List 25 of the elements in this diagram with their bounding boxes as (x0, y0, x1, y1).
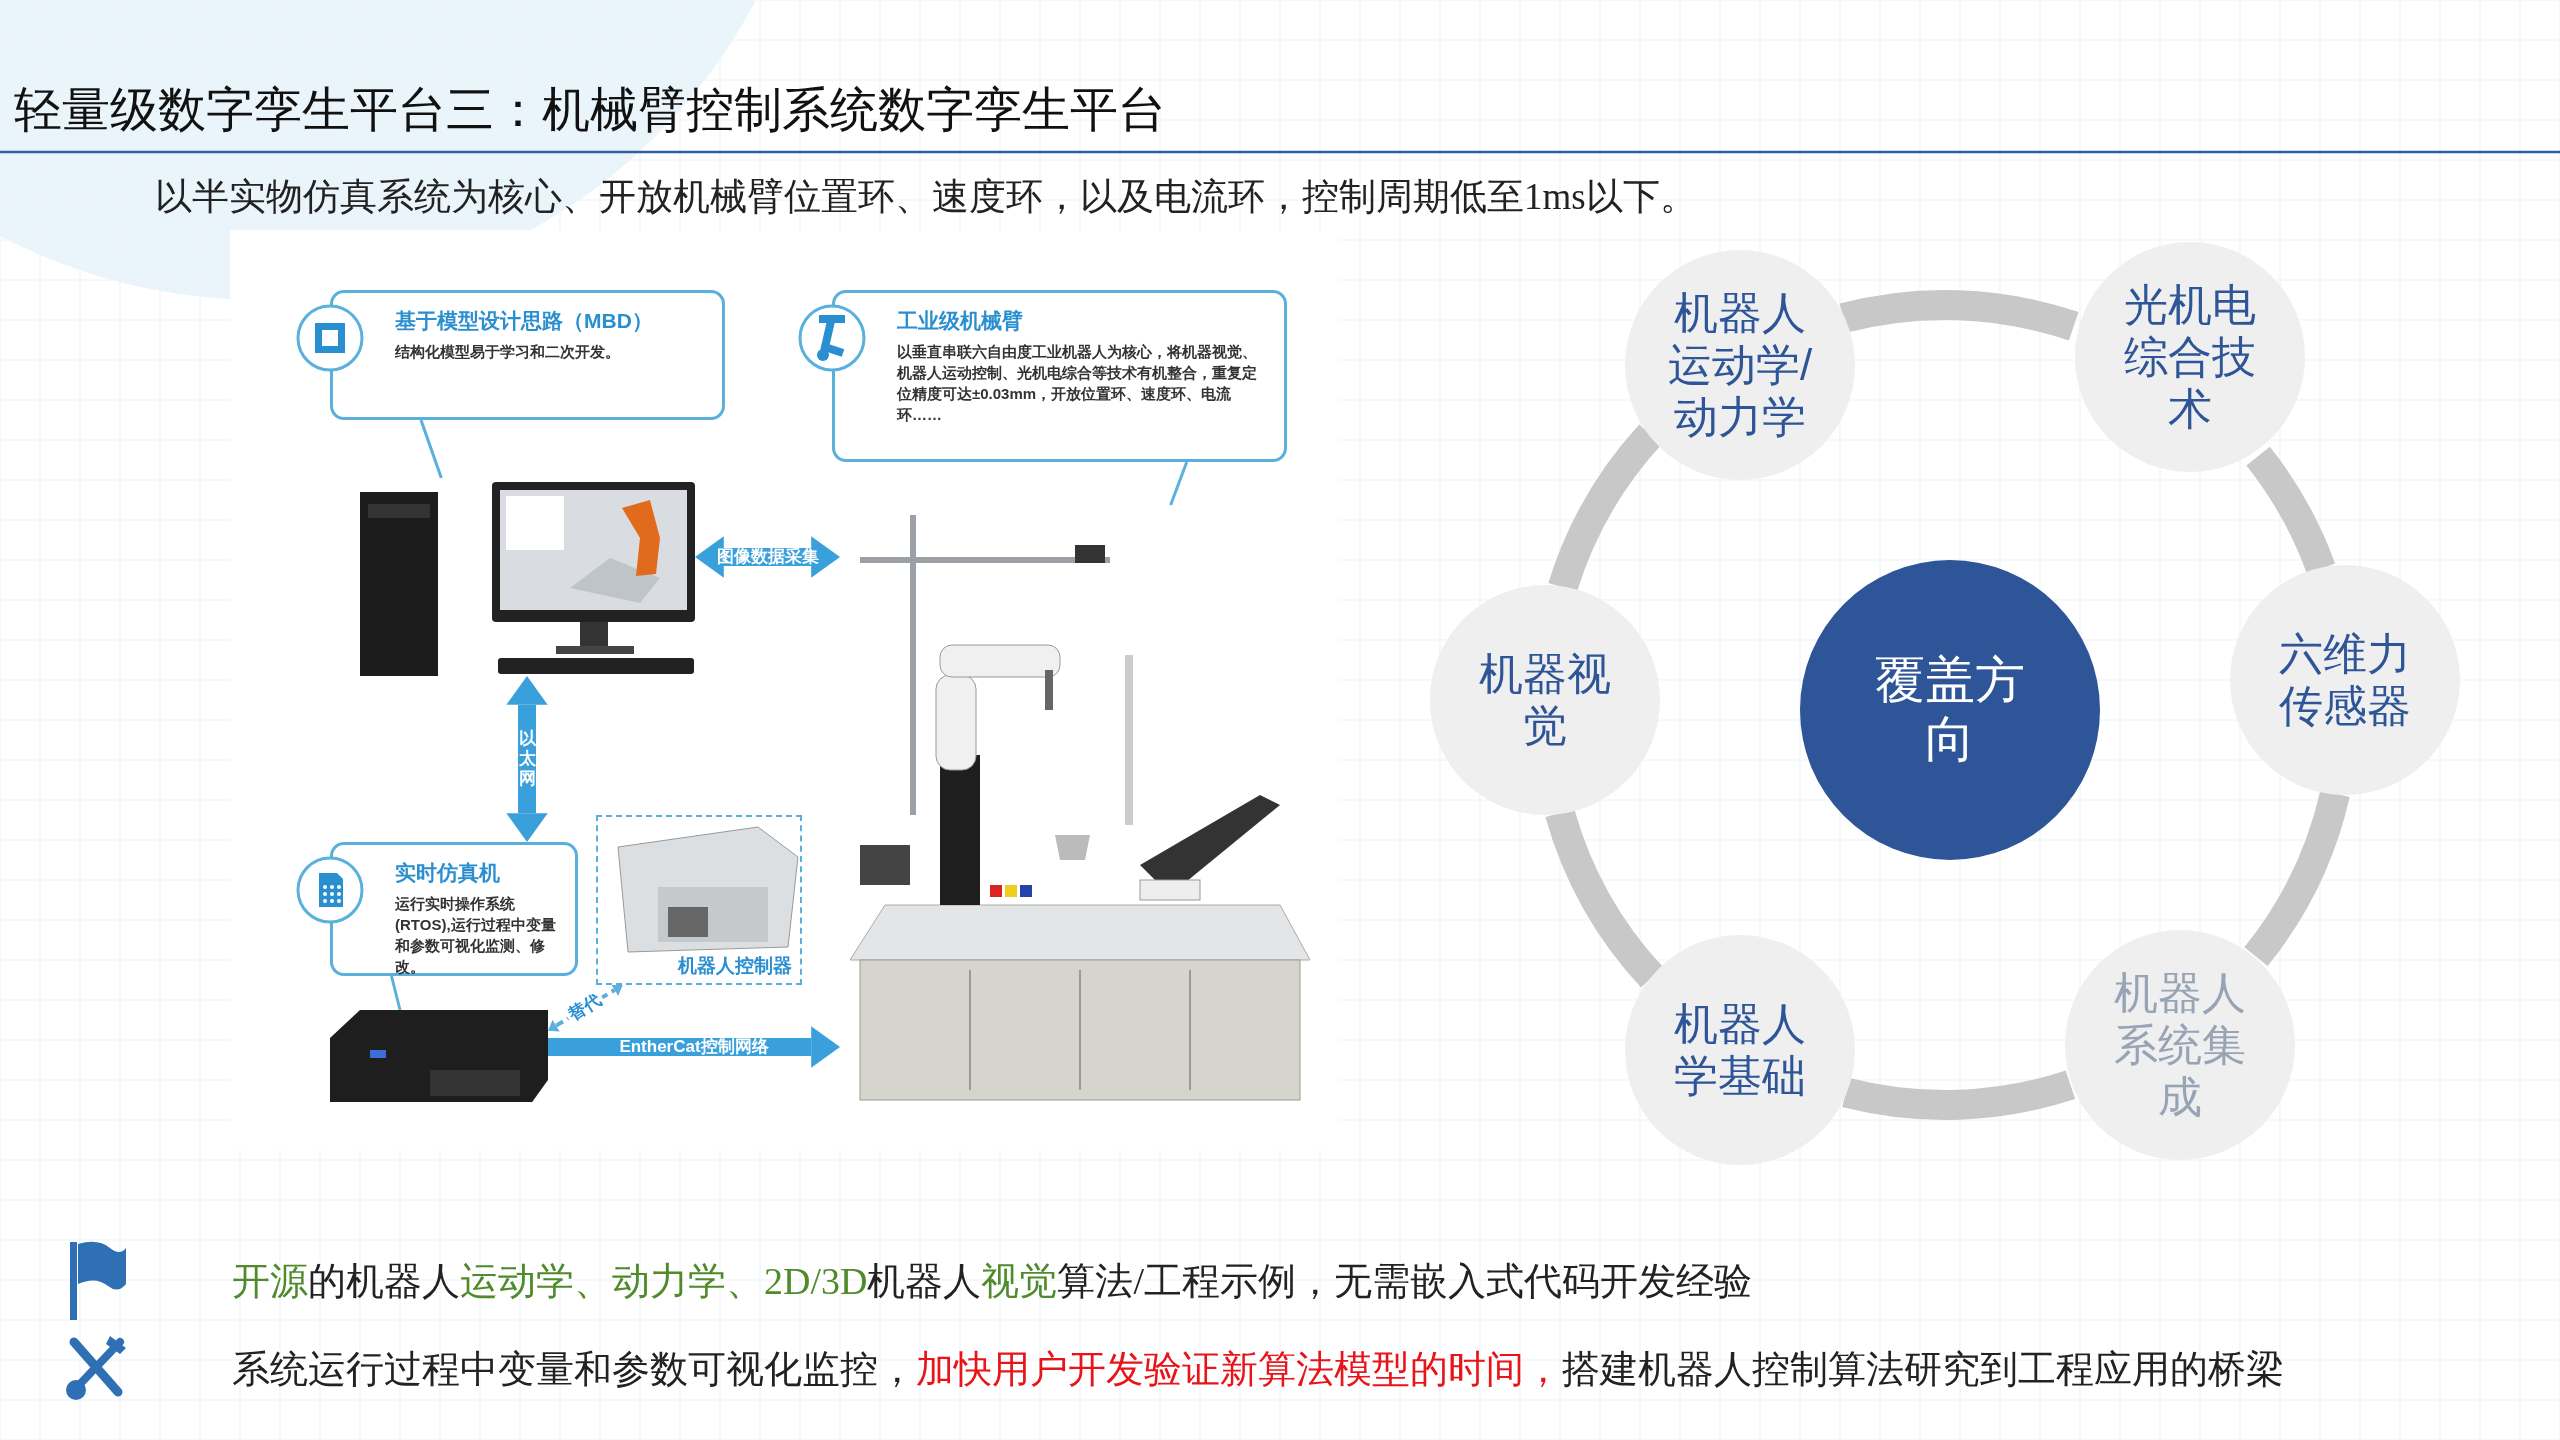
callout-title: 基于模型设计思路（MBD） (395, 308, 654, 334)
ring-segment (1840, 290, 2078, 341)
callout-text: 以垂直串联六自由度工业机器人为核心，将机器视觉、机器人运动控制、光机电综合等技术有机整合，重复定位精度可达±0.03mm，开放位置环、速度环、电流环…… (897, 342, 1258, 425)
circle-label: 光机电综合技术 (2123, 279, 2257, 435)
leader-line (1169, 461, 1189, 506)
subtitle-text: 以半实物仿真系统为核心、开放机械臂位置环、速度环，以及电流环，控制周期低至1ms以下。 (155, 175, 1697, 219)
dashed-frame (596, 815, 802, 985)
leader-line (390, 975, 402, 1011)
circle-label: 机器人学基础 (1673, 998, 1807, 1102)
feature-text: 系统运行过程中变量和参数可视化监控，加快用户开发验证新算法模型的时间，搭建机器人控制算法研究到工程应用的桥梁 (232, 1347, 2284, 1392)
callout-text: 结构化模型易于学习和二次开发。 (395, 342, 621, 362)
slide-title: 轻量级数字孪生平台三：机械臂控制系统数字孪生平台 (14, 82, 1166, 138)
circle-label: 六维力传感器 (2278, 628, 2412, 732)
ring-segment (1843, 1070, 2075, 1120)
circle-label: 机器视觉 (1478, 648, 1612, 752)
leader-line (419, 419, 443, 479)
edge-label: 图像数据采集 (714, 548, 821, 566)
callout-title: 实时仿真机 (395, 860, 501, 886)
circle-label: 机器人系统集成 (2113, 967, 2247, 1123)
controller-label: 机器人控制器 (678, 954, 792, 978)
callout-text: 运行实时操作系统 (RTOS),运行过程中变量和参数可视化监测、修改。 (395, 894, 557, 977)
circle-label: 覆盖方向 (1874, 651, 2026, 769)
feature-text: 开源的机器人运动学、动力学、2D/3D机器人视觉算法/工程示例，无需嵌入式代码开发经验 (232, 1259, 1752, 1304)
circle-label: 机器人运动学/动力学 (1666, 287, 1814, 443)
callout-title: 工业级机械臂 (897, 308, 1024, 334)
